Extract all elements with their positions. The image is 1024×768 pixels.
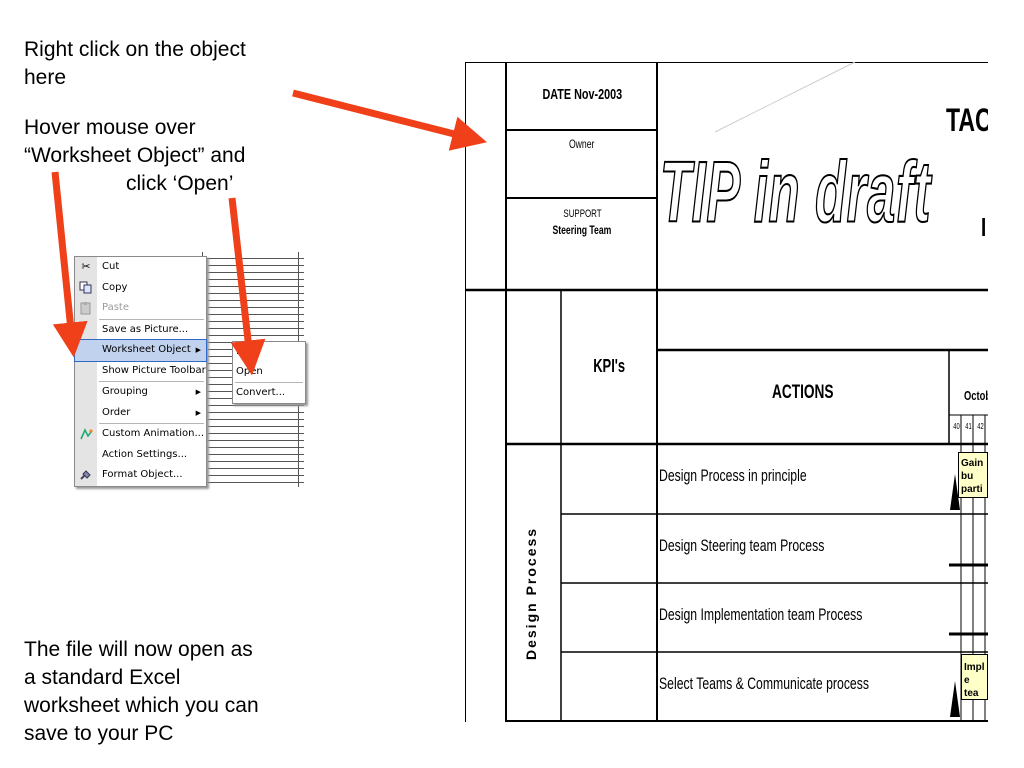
menu-item-label: Grouping [102,386,148,397]
worksheet-object-submenu: Edit Open Convert... [232,341,306,404]
owner-cell: Owner [569,137,595,151]
milestone-triangle-icon [950,474,960,510]
instruction-step-3: The file will now open as a standard Exc… [24,636,259,748]
menu-item-action-settings[interactable]: Action Settings... [75,445,206,466]
submenu-arrow-icon: ▶ [195,388,201,396]
menu-separator [99,318,204,320]
menu-separator [99,423,204,424]
submenu-item-edit[interactable]: Edit [236,346,256,357]
context-menu-screenshot: ✂ Cut Copy Paste Save as Picture... Work… [74,252,306,487]
menu-item-save-as-picture[interactable]: Save as Picture... [75,320,206,341]
menu-item-label: Worksheet Object [102,344,191,355]
submenu-arrow-icon: ▶ [195,346,201,354]
month-header: Octob [964,388,988,403]
submenu-item-convert[interactable]: Convert... [236,387,286,398]
note-box: Gain bu parties [958,452,988,498]
action-row: Design Implementation team Process [659,605,863,624]
instruction-line: save to your PC [24,722,174,745]
menu-item-show-picture-toolbar[interactable]: Show Picture Toolbar [75,361,206,382]
action-row: Select Teams & Communicate process [659,674,869,693]
note-box: Imple team s [961,654,988,700]
group-label-vertical: Design Process [523,526,539,660]
action-row: Design Process in principle [659,466,807,485]
format-icon [79,468,93,482]
menu-item-copy[interactable]: Copy [75,278,206,299]
arrow-to-object [292,89,487,151]
week-label: 41 [964,422,972,431]
instruction-line: a standard Excel [24,666,181,689]
instruction-line: Right click on the object [24,38,246,61]
week-label: 40 [952,422,960,431]
menu-item-label: Action Settings... [102,448,188,460]
week-label: 42 [976,422,984,431]
title-fragment: I [981,212,987,242]
menu-item-label: Custom Animation... [102,428,205,439]
instruction-line: The file will now open as [24,638,253,661]
menu-item-cut[interactable]: ✂ Cut [75,257,206,278]
instruction-line: click ‘Open’ [126,172,234,195]
menu-item-worksheet-object[interactable]: Worksheet Object ▶ [74,339,207,362]
scissors-icon: ✂ [81,260,91,273]
menu-item-label: Paste [102,302,129,313]
instruction-line: “Worksheet Object” and [24,144,246,167]
menu-item-grouping[interactable]: Grouping ▶ [75,382,206,403]
menu-item-label: Copy [102,281,128,293]
menu-separator [235,382,303,383]
menu-item-label: Order [102,406,131,418]
support-cell: SUPPORT Steering Team [552,208,612,237]
menu-item-label: Format Object... [102,469,183,480]
date-cell: DATE Nov-2003 [542,86,622,103]
submenu-item-open[interactable]: Open [236,366,263,377]
menu-separator [99,381,204,382]
animation-icon [79,427,93,441]
instruction-line: worksheet which you can [24,694,259,717]
title-cell: TACT [946,102,988,138]
menu-item-format-object[interactable]: Format Object... [75,465,206,486]
menu-item-paste[interactable]: Paste [75,298,206,319]
instruction-line: Hover mouse over [24,116,196,139]
action-row: Design Steering team Process [659,536,825,555]
draft-watermark: TIP in draft [659,144,932,242]
worksheet-object[interactable]: DATE Nov-2003 Owner SUPPORT Steering Tea… [465,62,988,722]
menu-item-custom-animation[interactable]: Custom Animation... [75,424,206,445]
instruction-step-1: Right click on the object here [24,36,246,92]
menu-item-label: Save as Picture... [102,323,189,335]
kpis-header: KPI's [593,356,625,376]
menu-item-label: Cut [102,261,120,272]
instruction-step-2: Hover mouse over “Worksheet Object” and … [24,114,245,198]
menu-item-label: Show Picture Toolbar [102,364,206,376]
menu-item-order[interactable]: Order ▶ [75,403,206,424]
submenu-arrow-icon: ▶ [195,408,201,417]
worksheet-grid-lines [465,62,988,722]
milestone-triangle-icon [950,681,960,717]
context-menu: ✂ Cut Copy Paste Save as Picture... Work… [74,256,207,487]
actions-header: ACTIONS [772,382,834,403]
instruction-line: here [24,66,67,89]
copy-icon [79,281,93,295]
paste-icon [79,301,93,315]
